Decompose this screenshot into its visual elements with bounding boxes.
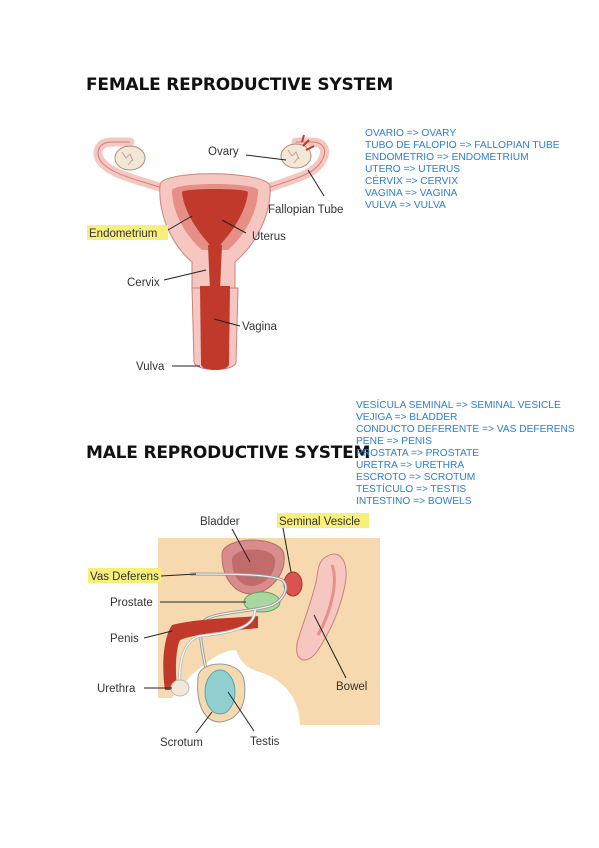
female-section-title: FEMALE REPRODUCTIVE SYSTEM [86, 75, 394, 95]
uterine-cavity [182, 189, 248, 245]
testis [204, 669, 236, 715]
glossary-item: VAGINA => VAGINA [365, 188, 458, 199]
label-bladder: Bladder [200, 516, 240, 528]
glossary-item: INTESTINO => BOWELS [356, 496, 472, 507]
glossary-item: OVARIO => OVARY [365, 128, 457, 139]
label-vas-deferens: Vas Deferens [90, 571, 159, 583]
label-vulva: Vulva [136, 361, 165, 373]
cervix-canal [208, 245, 222, 290]
female-glossary: OVARIO => OVARY TUBO DE FALOPIO => FALLO… [365, 128, 560, 212]
glossary-item: VEJIGA => BLADDER [356, 412, 458, 423]
seminal-vesicle-highlight [277, 513, 369, 528]
label-uterus: Uterus [252, 231, 286, 243]
label-testis: Testis [250, 736, 280, 748]
glossary-item: CONDUCTO DEFERENTE => VAS DEFERENS [356, 424, 575, 435]
glossary-item: PROSTATA => PROSTATE [356, 448, 480, 459]
glossary-item: VESÍCULA SEMINAL => SEMINAL VESICLE [356, 400, 561, 411]
label-cervix: Cervix [127, 277, 160, 289]
penis [163, 616, 258, 690]
male-glossary: VESÍCULA SEMINAL => SEMINAL VESICLE VEJI… [356, 400, 575, 508]
vas-deferens-highlight [88, 568, 161, 583]
glossary-item: ENDOMETRIO => ENDOMETRIUM [365, 152, 529, 163]
glossary-item: VULVA => VULVA [365, 200, 446, 211]
glossary-item: CÉRVIX => CERVIX [365, 176, 459, 187]
label-prostate: Prostate [110, 597, 153, 609]
vagina-canal [200, 286, 230, 370]
label-endometrium: Endometrium [89, 228, 157, 240]
label-vagina: Vagina [242, 321, 278, 333]
label-seminal-vesicle: Seminal Vesicle [279, 516, 360, 528]
label-bowel: Bowel [336, 681, 367, 693]
label-fallopian-tube: Fallopian Tube [268, 204, 343, 216]
label-urethra: Urethra [97, 683, 136, 695]
male-section-title: MALE REPRODUCTIVE SYSTEM [86, 443, 371, 463]
glossary-item: TESTÍCULO => TESTIS [356, 484, 467, 495]
glossary-item: ESCROTO => SCROTUM [356, 472, 476, 483]
glossary-item: URETRA => URETHRA [356, 460, 465, 471]
endometrium-highlight [87, 225, 168, 240]
label-scrotum: Scrotum [160, 737, 203, 749]
glossary-item: UTERO => UTERUS [365, 164, 461, 175]
glossary-item: TUBO DE FALOPIO => FALLOPIAN TUBE [365, 140, 560, 151]
glossary-item: PENE => PENIS [356, 436, 432, 447]
label-ovary: Ovary [208, 146, 239, 158]
label-penis: Penis [110, 633, 139, 645]
